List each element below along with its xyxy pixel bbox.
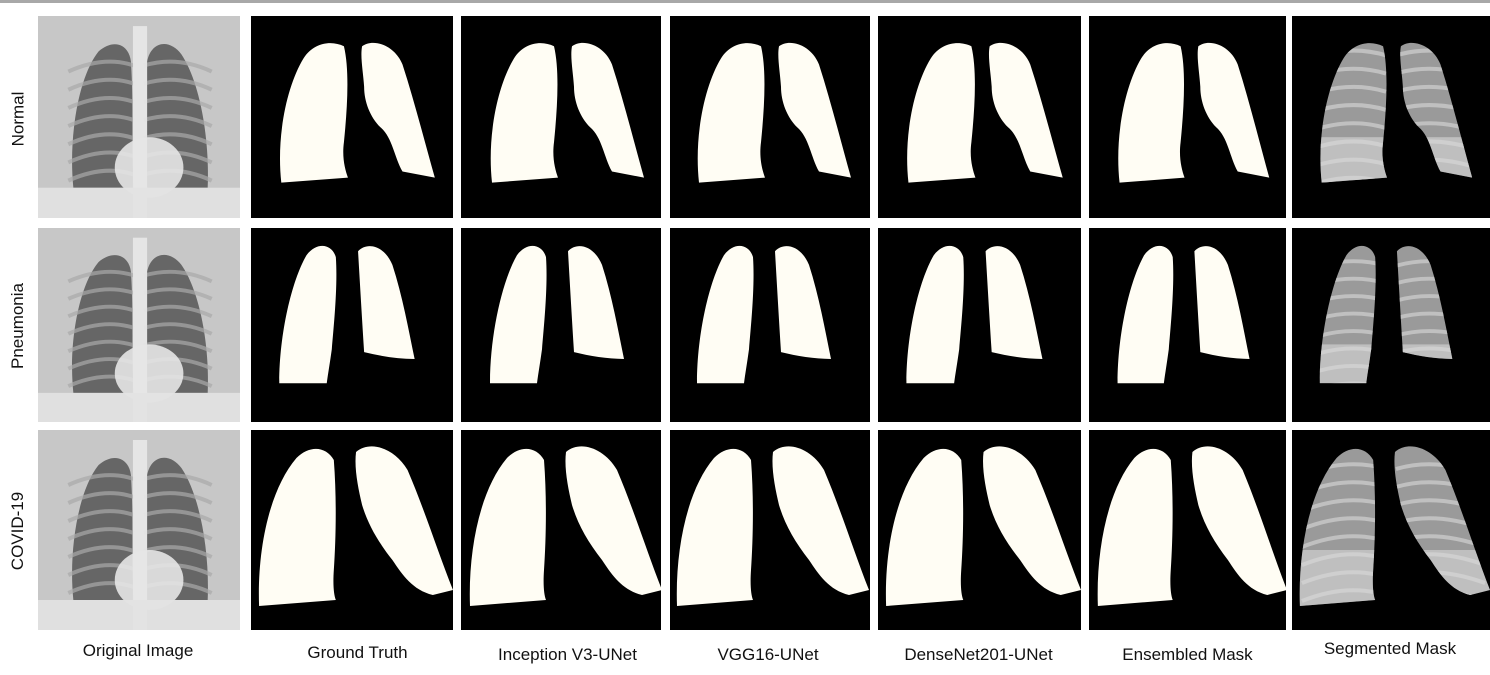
- col-label-vgg16-unet: VGG16-UNet: [717, 645, 819, 664]
- col-label-ground-truth: Ground Truth: [307, 643, 408, 662]
- cell-pneumonia-xray-0: [38, 228, 240, 422]
- cell-pneumonia-mask-3: [670, 228, 870, 422]
- col-label-segmented-mask: Segmented Mask: [1323, 639, 1457, 658]
- top-rule: [0, 0, 1490, 3]
- row-label-normal: Normal: [8, 91, 28, 147]
- col-label-original-image: Original Image: [82, 641, 194, 660]
- cell-normal-mask-2: [461, 16, 661, 218]
- cell-pneumonia-mask-4: [878, 228, 1081, 422]
- row-label-covid: COVID-19: [8, 491, 28, 571]
- cell-pneumonia-mask-1: [251, 228, 453, 422]
- row-label-pneumonia: Pneumonia: [8, 282, 28, 370]
- cell-covid-xray-0: [38, 430, 240, 630]
- col-label-inception-v3-unet: Inception V3-UNet: [498, 645, 637, 664]
- cell-normal-segmented-6: [1292, 16, 1490, 218]
- cell-covid-mask-4: [878, 430, 1081, 630]
- cell-covid-segmented-6: [1292, 430, 1490, 630]
- cell-covid-mask-2: [461, 430, 661, 630]
- cell-pneumonia-segmented-6: [1292, 228, 1490, 422]
- cell-pneumonia-mask-5: [1089, 228, 1286, 422]
- cell-normal-mask-3: [670, 16, 870, 218]
- col-label-ensembled-mask: Ensembled Mask: [1122, 645, 1253, 664]
- cell-covid-mask-1: [251, 430, 453, 630]
- cell-covid-mask-5: [1089, 430, 1286, 630]
- cell-pneumonia-mask-2: [461, 228, 661, 422]
- cell-normal-mask-1: [251, 16, 453, 218]
- col-label-densenet201-unet: DenseNet201-UNet: [904, 645, 1053, 664]
- cell-normal-xray-0: [38, 16, 240, 218]
- cell-normal-mask-4: [878, 16, 1081, 218]
- cell-covid-mask-3: [670, 430, 870, 630]
- cell-normal-mask-5: [1089, 16, 1286, 218]
